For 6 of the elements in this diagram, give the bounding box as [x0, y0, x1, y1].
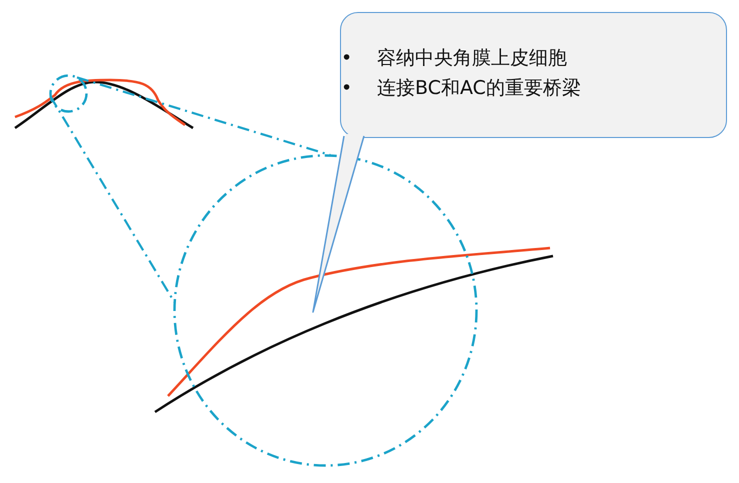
bullet-text: 连接BC和AC的重要桥梁: [377, 76, 581, 101]
bullet-text: 容纳中央角膜上皮细胞: [377, 46, 567, 71]
bullet-marker: •: [341, 76, 352, 101]
zoom-line: [76, 76, 331, 156]
bullet-marker: •: [341, 46, 352, 71]
callout-box: [340, 12, 727, 138]
